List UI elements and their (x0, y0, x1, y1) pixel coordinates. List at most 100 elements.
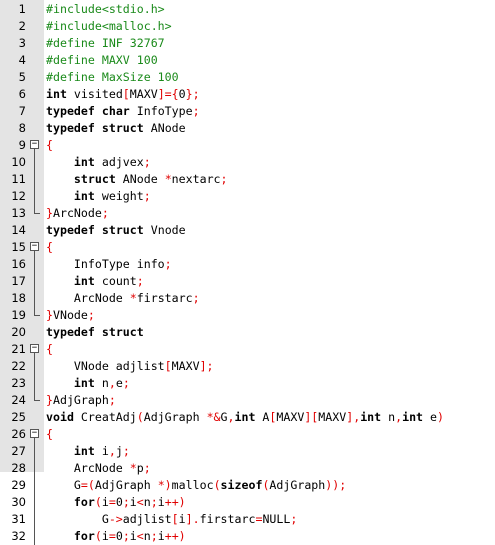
code-text[interactable]: int n,e; (46, 375, 130, 392)
identifier-token (95, 325, 102, 339)
code-line[interactable]: 31 G->adjlist[i].firstarc=NULL; (0, 511, 495, 528)
code-line[interactable]: 4#define MAXV 100 (0, 52, 495, 69)
operator-token: ++) (164, 529, 186, 543)
code-text[interactable]: for(i=0;i<n;i++) (46, 528, 186, 545)
code-text[interactable]: G=(AdjGraph *)malloc(sizeof(AdjGraph)); (46, 477, 346, 494)
code-line[interactable]: 18 ArcNode *firstarc; (0, 290, 495, 307)
code-line[interactable]: 24 }AdjGraph; (0, 392, 495, 409)
code-text[interactable]: typedef struct Vnode (46, 222, 186, 239)
code-line[interactable]: 2#include<malloc.h> (0, 18, 495, 35)
code-line[interactable]: 27 int i,j; (0, 443, 495, 460)
code-line[interactable]: 11 struct ANode *nextarc; (0, 171, 495, 188)
code-text[interactable]: { (46, 341, 53, 358)
operator-token: < (136, 495, 144, 509)
operator-token: * (129, 291, 137, 305)
operator-token: < (136, 529, 144, 543)
code-line[interactable]: 28 ArcNode *p; (0, 460, 495, 477)
identifier-token (95, 121, 102, 135)
code-text[interactable]: typedef struct ANode (46, 120, 186, 137)
code-text[interactable]: { (46, 137, 53, 154)
operator-token: } (46, 308, 53, 322)
identifier-token (46, 274, 74, 288)
code-line[interactable]: 16 InfoType info; (0, 256, 495, 273)
code-text[interactable]: struct ANode *nextarc; (46, 171, 228, 188)
code-text[interactable]: }VNode; (46, 307, 95, 324)
code-line[interactable]: 15−{ (0, 239, 495, 256)
code-text[interactable]: int visited[MAXV]={0}; (46, 86, 200, 103)
identifier-token: MAXV (129, 87, 158, 101)
code-line[interactable]: 13}ArcNode; (0, 205, 495, 222)
fold-guide-line (34, 353, 35, 358)
line-number: 9 (18, 138, 26, 152)
code-text[interactable]: { (46, 426, 53, 443)
code-text[interactable]: #define MaxSize 100 (46, 69, 179, 86)
code-line[interactable]: 3#define INF 32767 (0, 35, 495, 52)
code-text[interactable]: }AdjGraph; (46, 392, 116, 409)
identifier-token: ArcNode (52, 206, 102, 220)
code-line[interactable]: 10 int adjvex; (0, 154, 495, 171)
code-line[interactable]: 17 int count; (0, 273, 495, 290)
code-text[interactable]: int weight; (46, 188, 151, 205)
code-text[interactable]: ArcNode *firstarc; (46, 290, 200, 307)
operator-token: *) (157, 478, 172, 492)
code-line[interactable]: 22 VNode adjlist[MAXV]; (0, 358, 495, 375)
code-line[interactable]: 32 for(i=0;i<n;i++) (0, 528, 495, 545)
code-text[interactable]: typedef struct (46, 324, 144, 341)
code-line[interactable]: 1#include<stdio.h> (0, 1, 495, 18)
code-text[interactable]: int i,j; (46, 443, 130, 460)
fold-collapse-icon[interactable]: − (30, 139, 39, 149)
line-number: 24 (11, 393, 26, 407)
code-line[interactable]: 12 int weight; (0, 188, 495, 205)
code-text[interactable]: for(i=0;i<n;i++) (46, 494, 186, 511)
code-text[interactable]: int adjvex; (46, 154, 151, 171)
fold-guide-line (34, 477, 35, 494)
operator-token: [ (269, 410, 277, 424)
code-text[interactable]: InfoType info; (46, 256, 172, 273)
identifier-token: firstarc (199, 512, 256, 526)
code-text[interactable]: ArcNode *p; (46, 460, 151, 477)
identifier-token: InfoType info (46, 257, 165, 271)
code-line[interactable]: 9−{ (0, 137, 495, 154)
code-text[interactable]: G->adjlist[i].firstarc=NULL; (46, 511, 298, 528)
code-line[interactable]: 30 for(i=0;i<n;i++) (0, 494, 495, 511)
code-line[interactable]: 19}VNode; (0, 307, 495, 324)
code-text[interactable]: VNode adjlist[MAXV]; (46, 358, 214, 375)
identifier-token: visited (66, 87, 123, 101)
code-text[interactable]: #include<stdio.h> (46, 1, 165, 18)
fold-collapse-icon[interactable]: − (30, 241, 39, 251)
code-text[interactable]: typedef char InfoType; (46, 103, 200, 120)
operator-token: ; (108, 393, 116, 407)
identifier-token: MAXV (276, 410, 305, 424)
fold-guide-line (34, 438, 35, 443)
operator-token: ; (290, 512, 298, 526)
code-line[interactable]: 26−{ (0, 426, 495, 443)
fold-collapse-icon[interactable]: − (30, 428, 39, 438)
keyword-token: struct (101, 223, 144, 237)
operator-token: ; (122, 495, 130, 509)
code-text[interactable]: void CreatAdj(AdjGraph *&G,int A[MAXV][M… (46, 409, 444, 426)
identifier-token (46, 529, 74, 543)
fold-collapse-icon[interactable]: − (30, 343, 39, 353)
code-text[interactable]: #define INF 32767 (46, 35, 165, 52)
code-line[interactable]: 29 G=(AdjGraph *)malloc(sizeof(AdjGraph)… (0, 477, 495, 494)
code-text[interactable]: }ArcNode; (46, 205, 109, 222)
operator-token: ; (143, 461, 151, 475)
identifier-token: j (115, 444, 123, 458)
code-text[interactable]: #define MAXV 100 (46, 52, 158, 69)
code-text[interactable]: #include<malloc.h> (46, 18, 172, 35)
operator-token: ]={ (157, 87, 179, 101)
code-line[interactable]: 23 int n,e; (0, 375, 495, 392)
code-line[interactable]: 5#define MaxSize 100 (0, 69, 495, 86)
code-text[interactable]: int count; (46, 273, 144, 290)
identifier-token: i (157, 495, 165, 509)
code-line[interactable]: 21−{ (0, 341, 495, 358)
operator-token: = (108, 495, 116, 509)
code-text[interactable]: { (46, 239, 53, 256)
